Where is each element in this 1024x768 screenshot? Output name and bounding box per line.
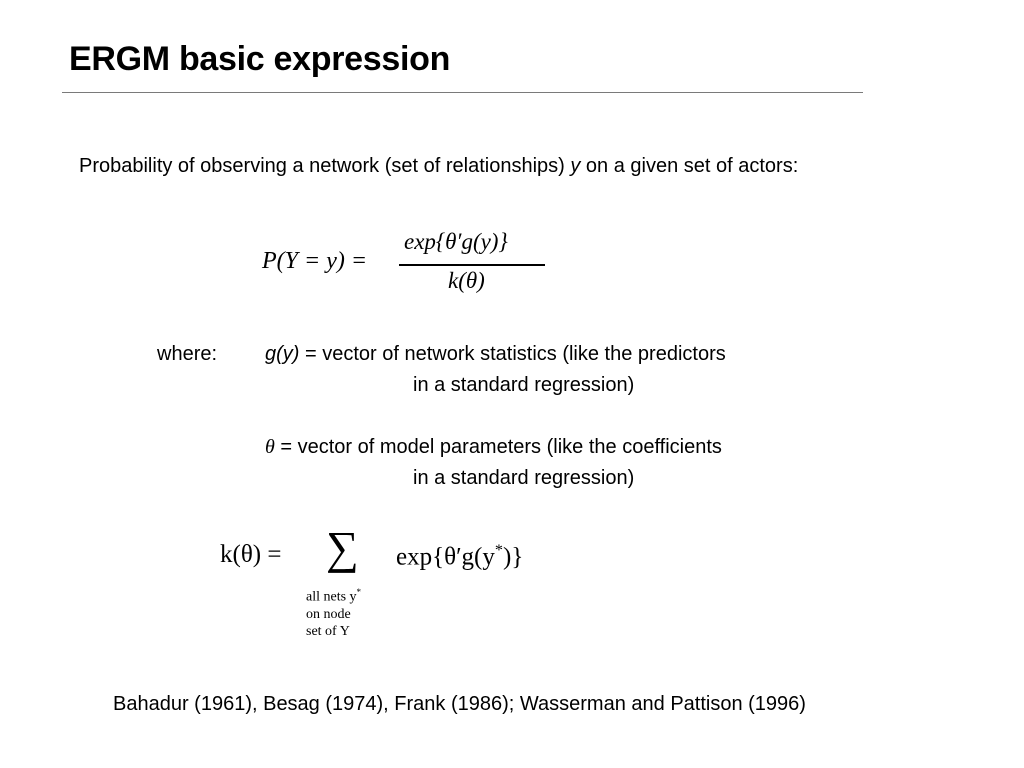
references: Bahadur (1961), Besag (1974), Frank (198… [113, 693, 806, 715]
formula2-rhs-prefix: exp{θ′g(y [396, 543, 495, 571]
formula2-lhs: k(θ) = [220, 541, 282, 568]
formula2-sub-line1-text: all nets y [306, 589, 357, 605]
formula1-numerator: exp{θ′g(y)} [404, 229, 508, 254]
slide-title: ERGM basic expression [69, 40, 451, 78]
formula1-lhs: P(Y = y) = [262, 248, 368, 274]
formula2-rhs-suffix: )} [503, 543, 524, 571]
where-label: where: [157, 343, 218, 365]
formula1-fraction-bar [399, 264, 545, 266]
formula2-rhs: exp{θ′g(y*)} [396, 541, 523, 571]
formula2-summation-subscript: all nets y* on node set of Y [306, 584, 361, 640]
formula2-sum-symbol: ∑ [326, 522, 359, 573]
definition-g-line1: g(y) = vector of network statistics (lik… [265, 343, 726, 366]
formula2-sub-line1: all nets y* [306, 584, 361, 606]
intro-sentence: Probability of observing a network (set … [79, 155, 798, 178]
definition-theta-line1: θ = vector of model parameters (like the… [265, 436, 722, 459]
definition-theta-line2: in a standard regression) [413, 467, 635, 489]
intro-text: Probability of observing a network (set … [79, 155, 565, 177]
definition-theta-text: = vector of model parameters (like the c… [274, 436, 722, 458]
formula2-rhs-star: * [494, 541, 503, 559]
formula2-sub-line2: on node [306, 606, 351, 622]
definition-theta-term: θ [265, 436, 275, 458]
formula2-sub-line3: set of Y [306, 623, 350, 639]
formula1-denominator: k(θ) [448, 268, 485, 293]
definition-g-term: g(y) [265, 343, 300, 365]
definition-g-line2: in a standard regression) [413, 374, 635, 396]
definition-g-text: = vector of network statistics (like the… [299, 343, 726, 365]
intro-variable: y [570, 155, 581, 177]
intro-tail: on a given set of actors: [585, 155, 799, 177]
title-divider [62, 92, 863, 93]
formula2-sub-star: * [356, 587, 362, 597]
